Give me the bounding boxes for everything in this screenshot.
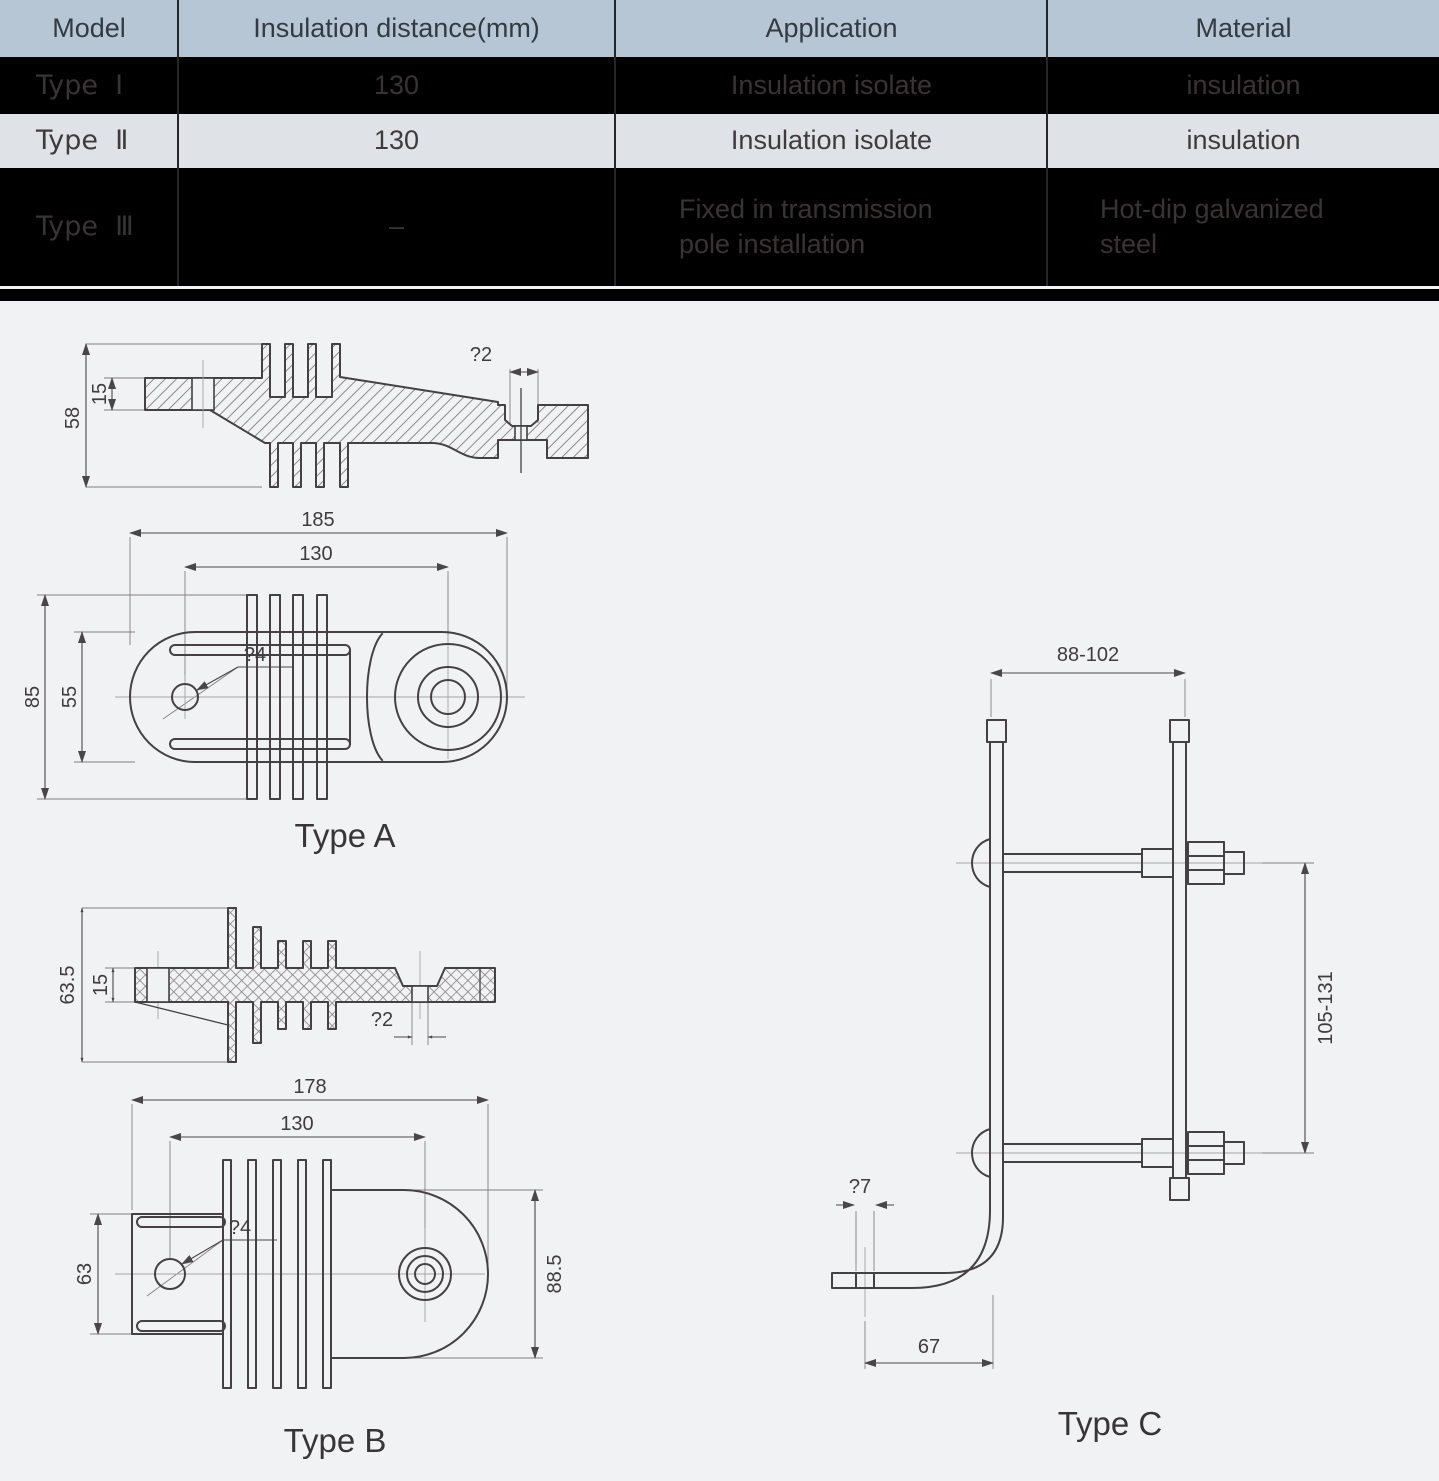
type-b-label: Type B bbox=[284, 1422, 387, 1459]
bracket-outline bbox=[831, 719, 1245, 1289]
cell-distance: 130 bbox=[373, 125, 420, 156]
cell-application: Fixed in transmission pole installation bbox=[679, 193, 933, 259]
type-a-top-view-drawing: 185 130 85 55 ?4 Type A bbox=[22, 509, 525, 854]
drawing-area bbox=[0, 301, 1439, 1481]
dimension-lines bbox=[836, 669, 1309, 1367]
centerlines bbox=[115, 635, 525, 759]
dimension-lines bbox=[80, 907, 446, 1063]
table-row-type-1: Type Ⅰ 130 Insulation isolate insulation bbox=[0, 57, 1439, 114]
extension-lines bbox=[37, 537, 508, 800]
header-cell-application: Application bbox=[765, 12, 898, 43]
dim-tab-thickness: 15 bbox=[89, 383, 111, 405]
dim-inner-width: 55 bbox=[59, 686, 81, 708]
cell-distance: 130 bbox=[373, 69, 420, 100]
cell-model: Type Ⅰ bbox=[36, 69, 124, 101]
tab-slot bbox=[146, 967, 170, 1003]
dim-right-width: 88.5 bbox=[544, 1255, 566, 1294]
dimension-lines bbox=[94, 1096, 539, 1359]
dim-overall-length: 178 bbox=[293, 1076, 326, 1098]
type-b-top-view-drawing: 178 130 63 88.5 ?4 Type B bbox=[74, 1076, 566, 1459]
cell-model: Type Ⅲ bbox=[36, 211, 134, 243]
spec-table: Model Insulation distance(mm) Applicatio… bbox=[0, 0, 1439, 301]
cell-model: Type Ⅱ bbox=[36, 125, 129, 157]
cell-material: insulation bbox=[1186, 69, 1301, 100]
table-header-row: Model Insulation distance(mm) Applicatio… bbox=[0, 0, 1439, 57]
header-cell-material: Material bbox=[1195, 12, 1292, 43]
dimension-lines bbox=[82, 343, 539, 488]
cell-distance: – bbox=[388, 211, 405, 242]
dim-hole-diameter: ?4 bbox=[244, 644, 266, 666]
type-a-cross-section-body bbox=[144, 343, 589, 488]
header-cell-insulation-distance: Insulation distance(mm) bbox=[253, 12, 540, 43]
type-a-body-outline bbox=[129, 594, 508, 800]
dim-foot-length: 67 bbox=[918, 1336, 940, 1358]
dim-insulation-distance: 130 bbox=[299, 543, 332, 565]
cell-application: Insulation isolate bbox=[730, 125, 933, 156]
column-divider bbox=[614, 0, 616, 286]
dim-overall-width: 85 bbox=[22, 686, 44, 708]
dim-hole-diameter: ?2 bbox=[371, 1009, 393, 1031]
type-b-cross-section-body bbox=[134, 907, 496, 1063]
extension-lines bbox=[855, 679, 1314, 1369]
column-divider bbox=[177, 0, 179, 286]
hole-channel bbox=[411, 985, 429, 1003]
dim-tab-thickness: 15 bbox=[90, 974, 112, 996]
type-a-side-view-drawing: 58 15 ?2 bbox=[62, 343, 589, 488]
type-c-bracket-drawing: 88-102 105-131 ?7 67 Type C bbox=[831, 644, 1337, 1442]
centerlines bbox=[864, 862, 1262, 1317]
dim-clamp-width: 88-102 bbox=[1057, 644, 1119, 666]
cell-material: insulation bbox=[1186, 125, 1301, 156]
column-divider bbox=[1046, 0, 1048, 286]
dim-insulation-distance: 130 bbox=[280, 1113, 313, 1135]
centerlines bbox=[115, 1228, 485, 1322]
type-b-body-outline bbox=[131, 1159, 489, 1389]
dim-clamp-height: 105-131 bbox=[1315, 971, 1337, 1044]
dim-hole-diameter: ?7 bbox=[849, 1176, 871, 1198]
dimension-lines bbox=[41, 529, 508, 800]
dim-overall-height: 58 bbox=[62, 407, 84, 429]
dim-left-width: 63 bbox=[74, 1263, 96, 1285]
taper-line bbox=[134, 1001, 229, 1026]
dim-hole-diameter: ?2 bbox=[470, 344, 492, 366]
table-row-type-3: Type Ⅲ – Fixed in transmission pole inst… bbox=[0, 168, 1439, 286]
dim-hole-diameter: ?4 bbox=[229, 1217, 251, 1239]
header-cell-model: Model bbox=[52, 12, 126, 43]
type-b-side-view-drawing: 63.5 15 ?2 bbox=[57, 907, 496, 1063]
cell-application: Insulation isolate bbox=[730, 69, 933, 100]
table-bottom-bar bbox=[0, 289, 1439, 301]
table-bottom-gap bbox=[0, 286, 1439, 289]
type-a-label: Type A bbox=[295, 817, 396, 854]
dim-overall-length: 185 bbox=[301, 509, 334, 531]
type-c-label: Type C bbox=[1058, 1405, 1163, 1442]
table-row-type-2: Type Ⅱ 130 Insulation isolate insulation bbox=[0, 114, 1439, 168]
cell-material: Hot-dip galvanized steel bbox=[1100, 193, 1324, 259]
dim-overall-height: 63.5 bbox=[57, 966, 79, 1005]
